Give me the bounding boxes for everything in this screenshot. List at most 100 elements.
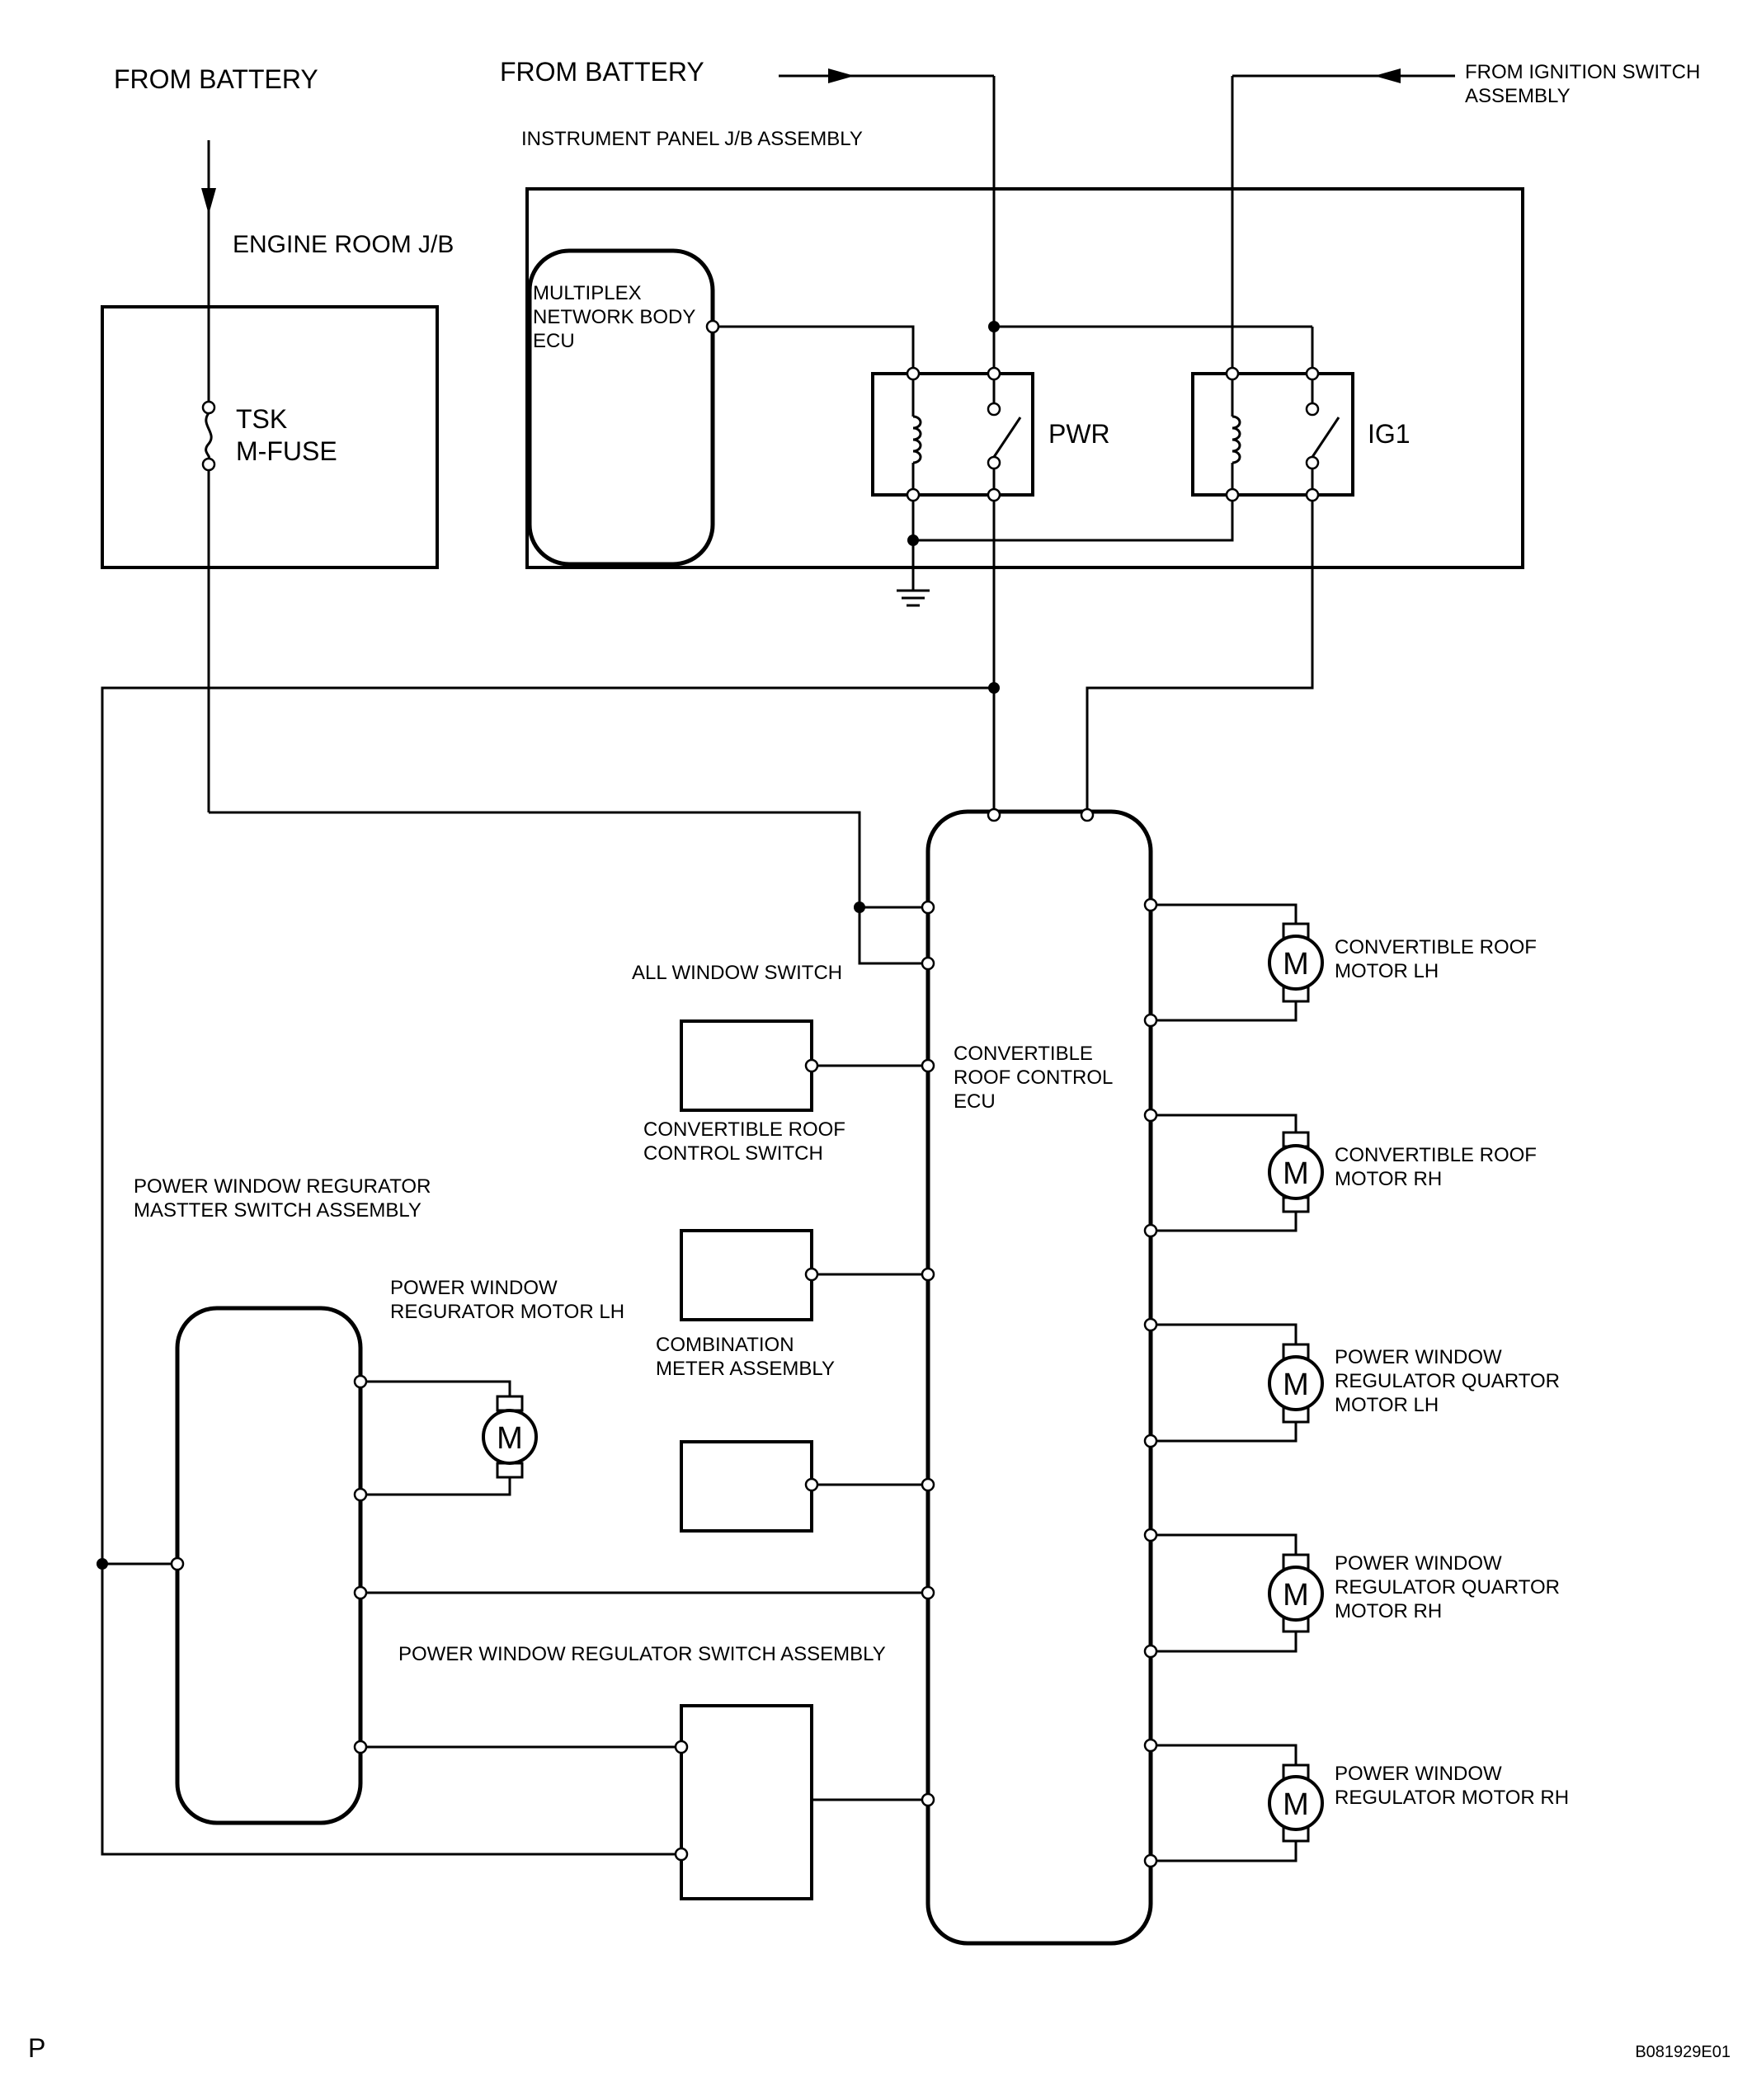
ig1-output-wire [1086,501,1314,812]
junction-dot [97,1558,108,1570]
roof-switch-label-1: CONVERTIBLE ROOF [643,1118,845,1141]
junction-dot [854,902,865,913]
combination-meter-label-2: METER ASSEMBLY [656,1358,835,1380]
ig1-switch-terminal-bottom [1305,487,1320,502]
roof-switch-terminal [804,1058,819,1073]
roof-ecu-terminal [921,1267,935,1282]
arrow-right-icon [828,68,855,83]
pwr-contact-bottom [987,455,1001,470]
motor-symbol: M [497,1421,523,1456]
arrow-down-icon [201,188,216,214]
motor-wire [1156,1212,1298,1232]
ig1-switch-blade [1311,417,1340,458]
roof-ecu-terminal [1143,1317,1158,1332]
quarter-lh-label-1: POWER WINDOW [1335,1346,1502,1368]
roof-ecu-label-2: ROOF CONTROL [954,1066,1113,1089]
roof-ecu-terminal [921,1058,935,1073]
quarter-lh-label-3: MOTOR LH [1335,1394,1439,1416]
body-ecu-terminal [705,319,720,334]
quarter-motor-rh-motor-icon [1268,1553,1324,1633]
roof-control-switch-box [680,1019,813,1112]
pw-motor-lh-motor-icon [482,1395,538,1479]
fuse-terminal-top [201,400,216,415]
pw-motor-lh-wire-top [366,1380,511,1396]
pwr-switch-terminal-top [987,366,1001,381]
junction-dot [988,321,1000,332]
pwr-bus-wire [101,686,994,1856]
pwr-coil-terminal-top [906,366,921,381]
quarter-rh-label-2: REGULATOR QUARTOR [1335,1576,1560,1599]
junction-dot [988,682,1000,694]
roof-ecu-terminal [921,956,935,971]
pwr-relay-box [871,372,1034,497]
ig1-contact-bottom [1305,455,1320,470]
body-ecu-label-1: MULTIPLEX [533,282,642,304]
motor-wire [1156,903,1298,924]
roof-ecu-label-1: CONVERTIBLE [954,1043,1093,1065]
motor-symbol: M [1283,947,1309,982]
ig1-contact-top [1305,402,1320,417]
body-ecu-box [527,248,715,567]
pwr-switch-terminal-bottom [987,487,1001,502]
ig1-coil-icon [1232,415,1241,464]
roof-ecu-terminal [987,808,1001,822]
motor-wire [1156,1422,1298,1443]
pwr-coil-terminal-bottom [906,487,921,502]
fuse-label-1: TSK [236,404,287,434]
roof-ecu-terminal [1143,1528,1158,1542]
motor-wire [1156,1001,1298,1022]
from-ignition-label-1: FROM IGNITION SWITCH [1465,61,1700,83]
roof-ecu-terminal [1143,1853,1158,1868]
ig1-coil-terminal-top [1225,366,1240,381]
motor-wire [1156,1114,1298,1132]
pwr-coil-icon [912,415,922,464]
ig1-relay-box [1191,372,1354,497]
coil-ground-link [911,501,1234,542]
pw-switch-assembly-box [680,1704,813,1900]
combination-meter-box [680,1229,813,1321]
pw-motor-lh-label-1: POWER WINDOW [390,1277,558,1299]
figure-code: B081929E01 [1635,2043,1731,2061]
unlabeled-unit-box [680,1440,813,1533]
roof-motor-lh-label-2: MOTOR LH [1335,960,1439,982]
fuse-label-2: M-FUSE [236,436,337,466]
fuse-terminal-bottom [201,457,216,472]
pwr-switch-blade [992,417,1022,458]
roof-motor-rh-motor-icon [1268,1131,1324,1213]
roof-switch-label-2: CONTROL SWITCH [643,1142,823,1165]
motor-wire [1156,1533,1298,1555]
roof-ecu-terminal [1143,1644,1158,1659]
motor-symbol: M [1283,1368,1309,1402]
pw-switch-assembly-label: POWER WINDOW REGULATOR SWITCH ASSEMBLY [398,1643,886,1665]
motor-symbol: M [1283,1578,1309,1613]
pw-motor-lh-wire-bottom [366,1476,511,1496]
ig1-switch-terminal-top [1305,366,1320,381]
motor-wire [1156,1632,1298,1653]
body-ecu-label-3: ECU [533,330,575,352]
from-ignition-label-2: ASSEMBLY [1465,85,1571,107]
roof-motor-lh-label-1: CONVERTIBLE ROOF [1335,936,1537,958]
master-switch-terminal [353,1374,368,1389]
pw-switch-terminal [674,1740,689,1754]
fuse-to-roof-ecu-wire [209,811,928,965]
unit-terminal [804,1477,819,1492]
body-ecu-label-2: NETWORK BODY [533,306,695,328]
motor-wire [1156,1323,1298,1344]
engine-room-jb-box [101,305,439,569]
pw-switch-terminal [674,1847,689,1862]
instrument-panel-jb-box [525,187,1524,569]
motor-wire [1156,1841,1298,1862]
motor-wire [1156,1744,1298,1765]
master-switch-terminal [353,1740,368,1754]
quarter-motor-lh-motor-icon [1268,1343,1324,1424]
ground-icon [897,589,930,607]
pw-motor-lh-label-2: REGURATOR MOTOR LH [390,1301,624,1323]
roof-ecu-terminal [1143,897,1158,912]
from-battery-left-label: FROM BATTERY [114,64,318,94]
meter-terminal [804,1267,819,1282]
roof-ecu-terminal [1080,808,1095,822]
instrument-panel-jb-label: INSTRUMENT PANEL J/B ASSEMBLY [521,128,863,150]
roof-ecu-terminal [1143,1434,1158,1448]
body-ecu-to-pwr-coil [718,325,915,374]
roof-ecu-label-3: ECU [954,1090,996,1113]
